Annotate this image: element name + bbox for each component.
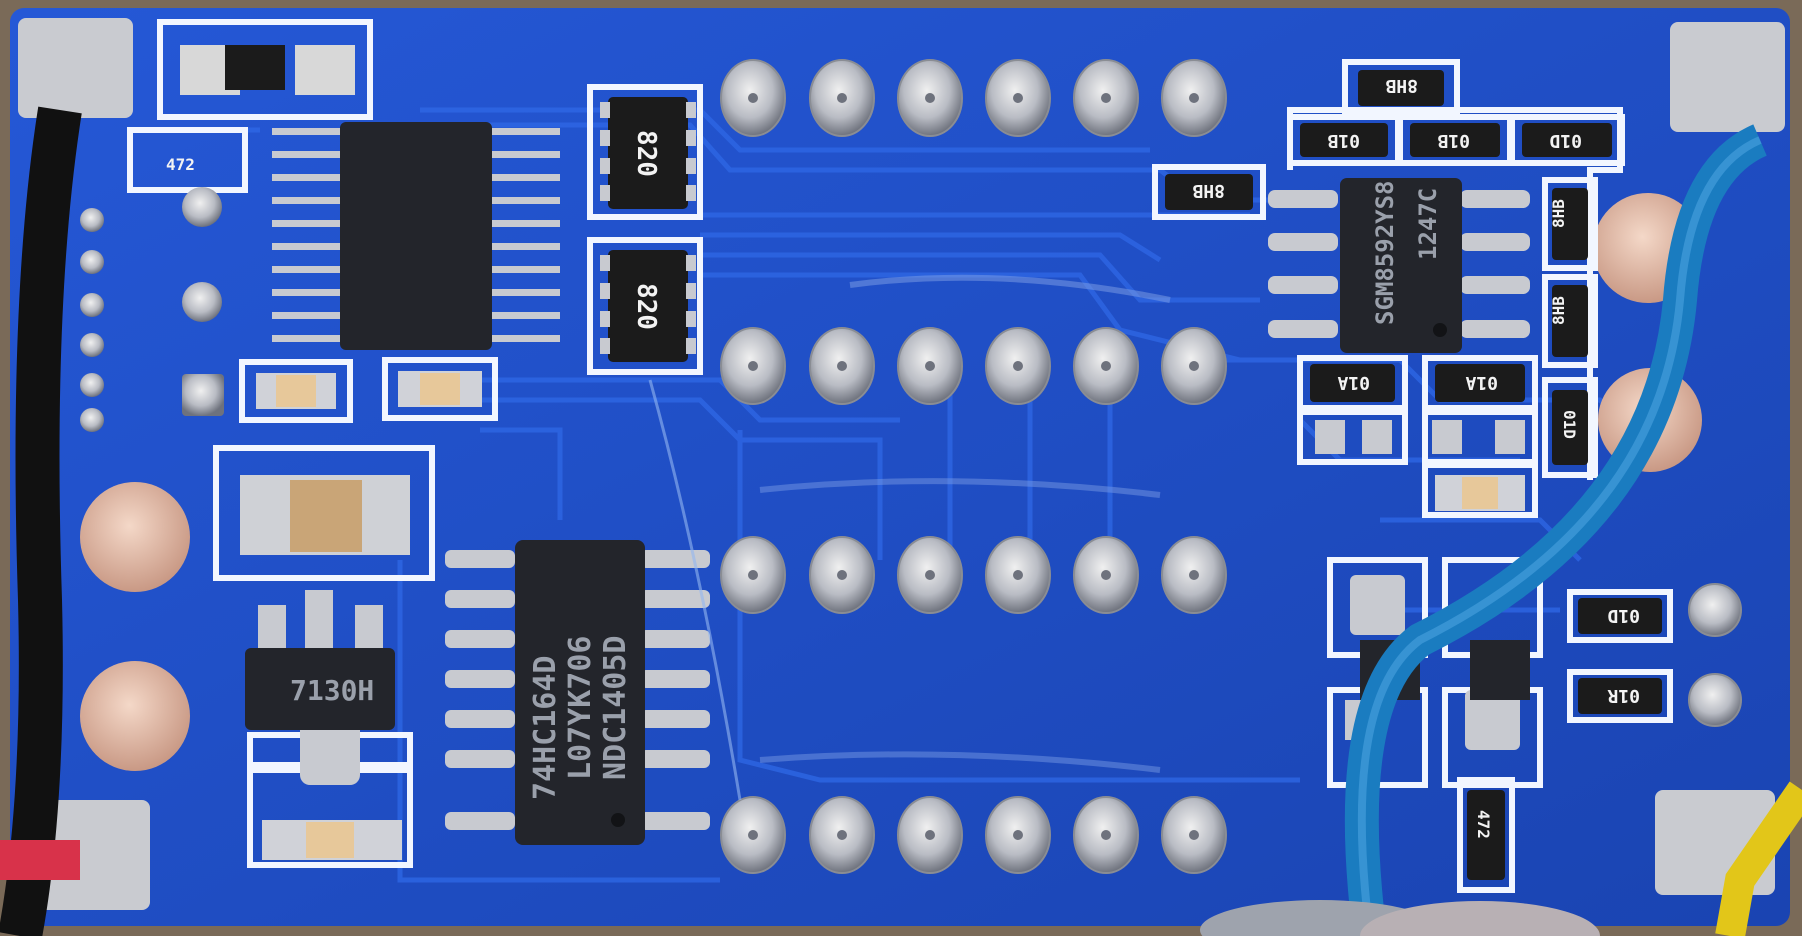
resistor-8hb-right1-label: 8HB bbox=[1549, 199, 1568, 228]
resistor-01b-1-label: 01B bbox=[1327, 130, 1360, 151]
resistor-01a-2-label: 01A bbox=[1465, 372, 1498, 393]
resistor-01a-1-label: 01A bbox=[1337, 372, 1370, 393]
resistor-01d-1-label: 01D bbox=[1549, 130, 1582, 151]
chip-u3-line2: 1247C bbox=[1414, 188, 1442, 260]
chip-u3-line1: SGM8592YS8 bbox=[1371, 181, 1399, 326]
resistor-01d-vert-label: 01D bbox=[1560, 410, 1579, 439]
chip-u2-line3: NDC1405D bbox=[598, 636, 633, 781]
resistor-8hb-left-label: 8HB bbox=[1192, 180, 1225, 201]
resistor-472-top-label: 472 bbox=[166, 155, 195, 174]
yellow-wire bbox=[1715, 781, 1802, 936]
resistor-01b-2-label: 01B bbox=[1437, 130, 1470, 151]
resistor-rn2-label: 820 bbox=[631, 283, 661, 330]
resistor-rn1-label: 820 bbox=[631, 130, 661, 177]
resistor-01r-right-label: 01R bbox=[1607, 685, 1640, 706]
chip-q1-label: 7130H bbox=[290, 674, 374, 707]
chip-u3 bbox=[1268, 178, 1530, 353]
chip-u2-line2: L07YK706 bbox=[563, 636, 598, 781]
resistor-01d-right-label: 01D bbox=[1607, 605, 1640, 626]
resistor-8hb-top-label: 8HB bbox=[1385, 75, 1418, 96]
resistor-472-bottom-label: 472 bbox=[1474, 810, 1493, 839]
chip-u2-line1: 74HC164D bbox=[528, 656, 563, 801]
chip-q1 bbox=[245, 590, 395, 785]
chip-u1 bbox=[272, 122, 560, 350]
resistor-8hb-right2-label: 8HB bbox=[1549, 296, 1568, 325]
black-wire bbox=[0, 106, 82, 936]
